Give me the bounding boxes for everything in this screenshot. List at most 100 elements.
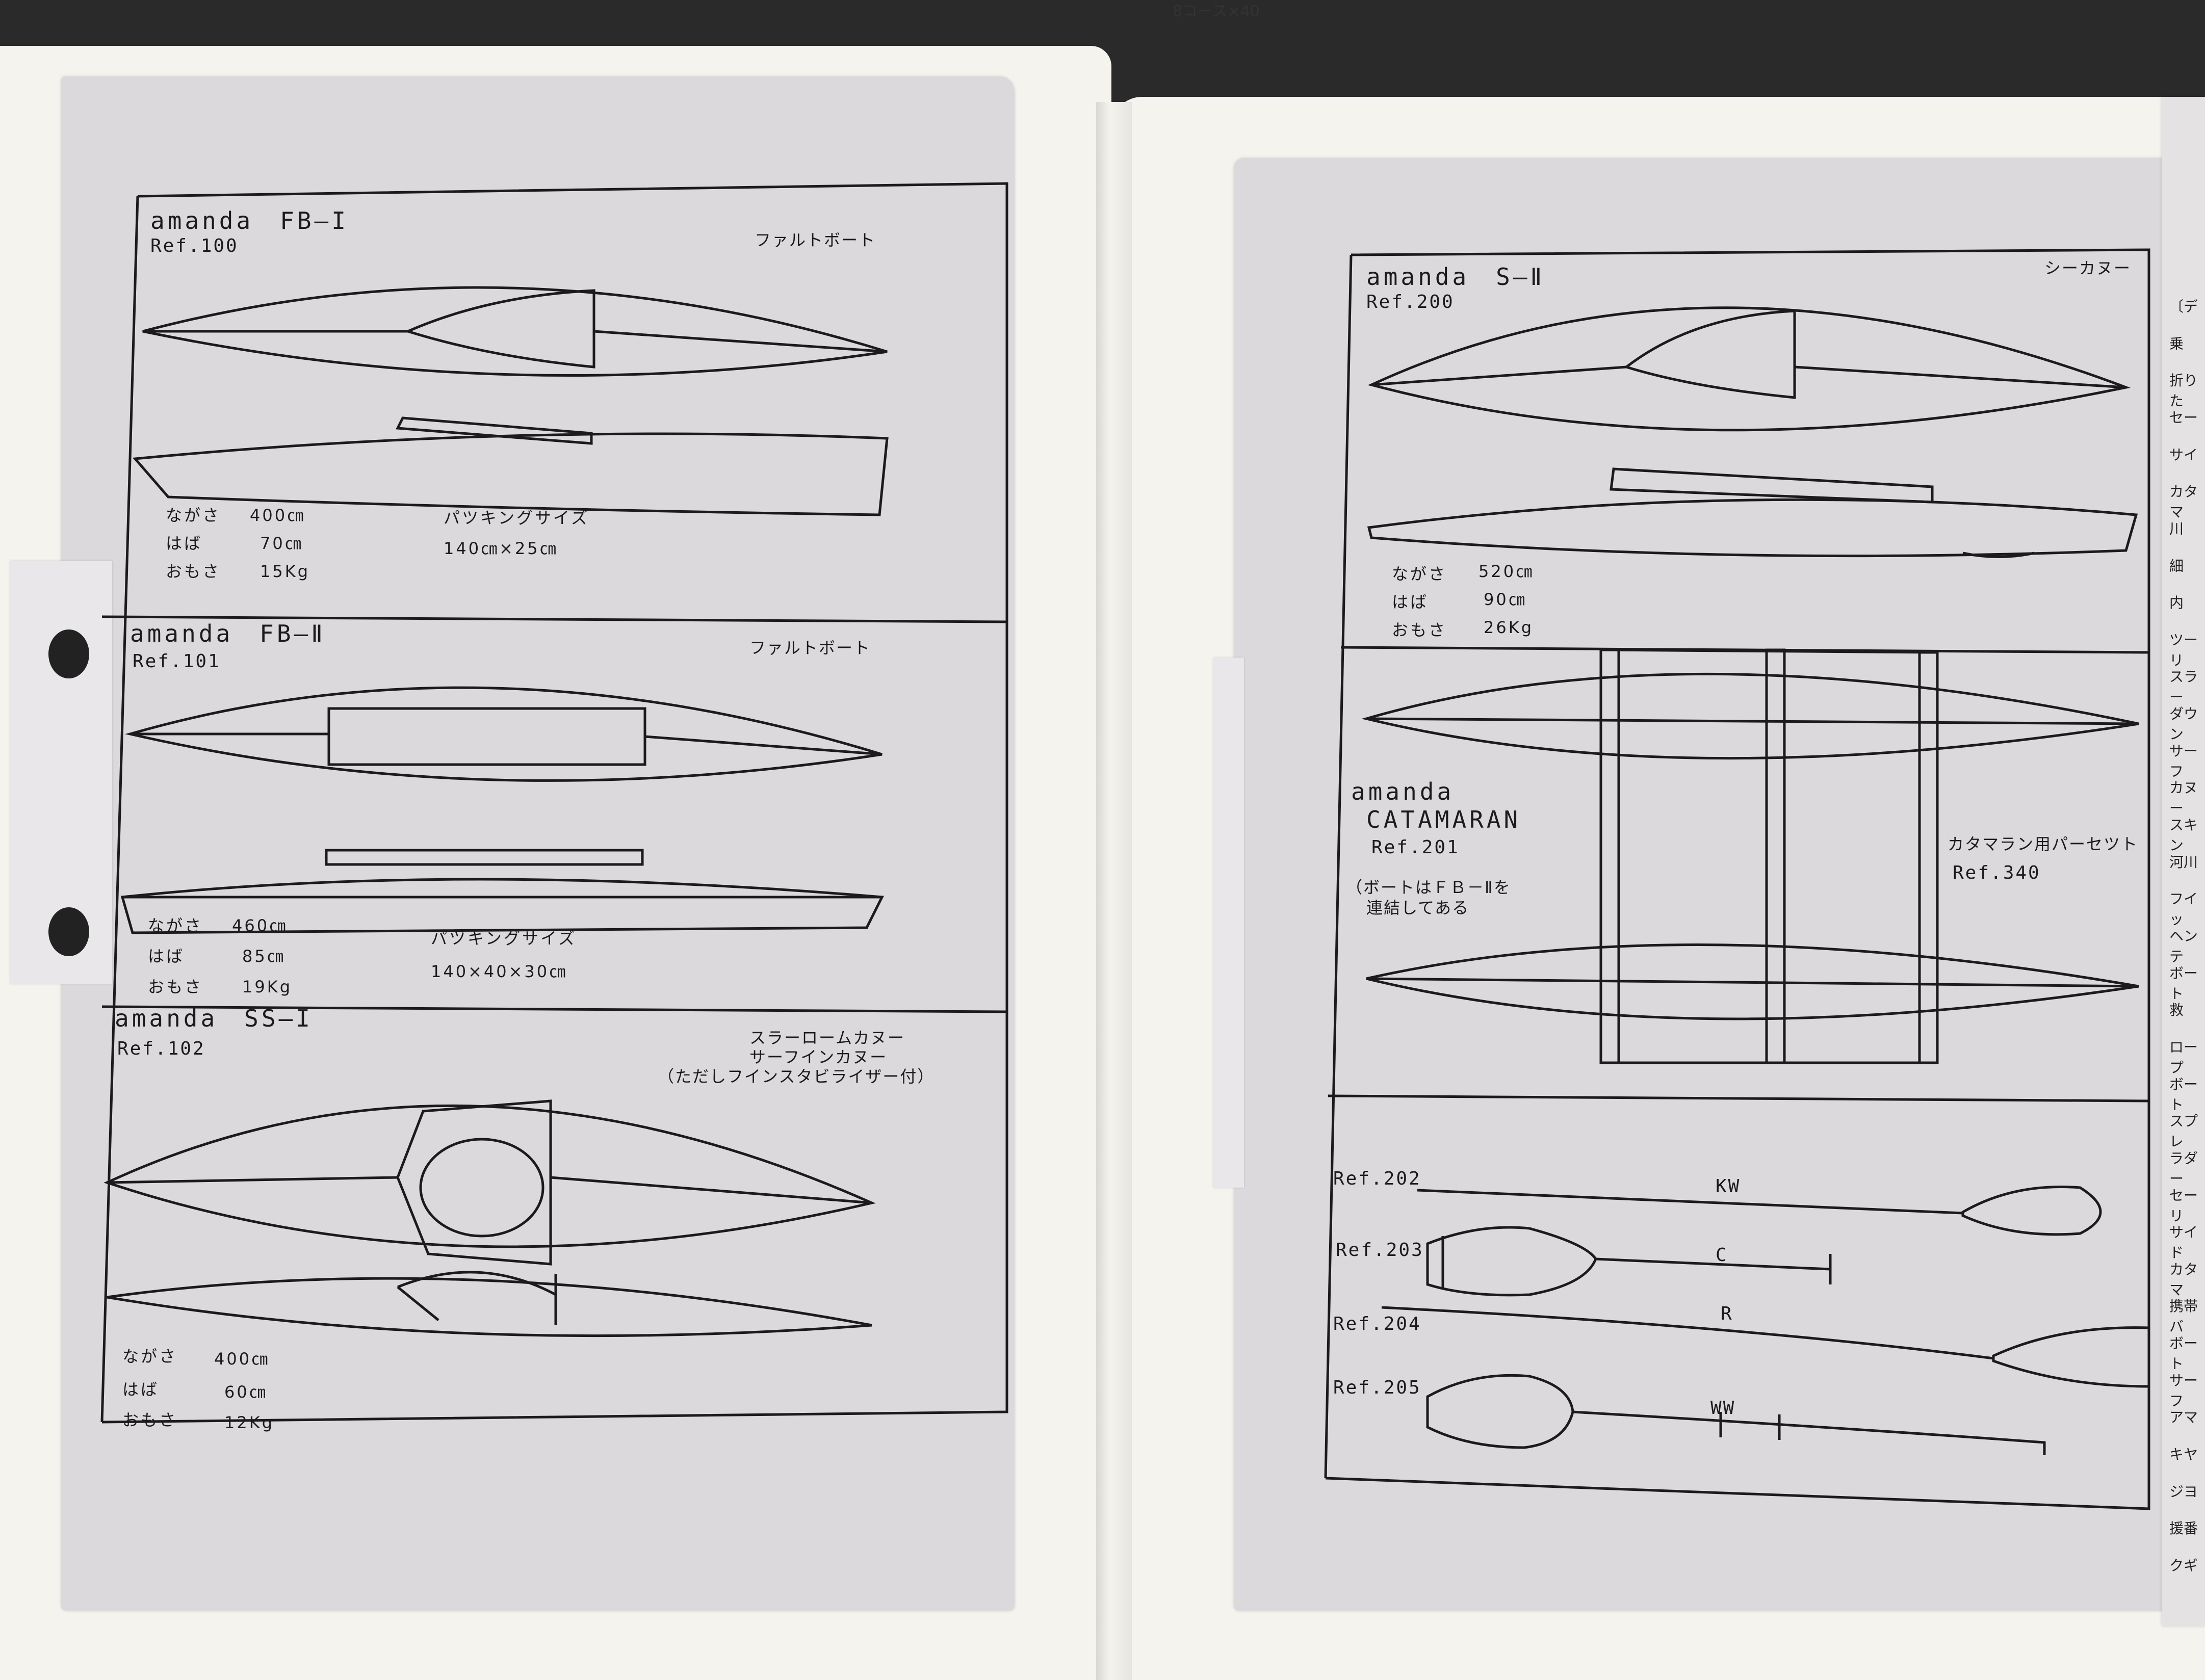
ss1-type-line1: スラーロームカヌー <box>749 1028 905 1047</box>
s2-width-label: はば <box>1392 592 1429 612</box>
side-fragment: スプレ <box>2169 1113 2198 1150</box>
ss1-ref: Ref.102 <box>117 1038 205 1059</box>
fb2-packing-label: パツキングサイズ <box>431 929 577 948</box>
fb1-width-value: 70㎝ <box>260 534 303 553</box>
side-fragment: カヌー <box>2169 779 2198 817</box>
paddle-205-blade <box>1426 1374 1574 1449</box>
top-text-fragment: 8コース×40 <box>1173 3 1260 20</box>
s2-side-view <box>1367 498 2138 558</box>
catamaran-note-line2: 連結してある <box>1366 898 1470 917</box>
fb1-side-view <box>132 432 889 516</box>
s2-title: amanda S—Ⅱ <box>1366 263 1545 291</box>
side-fragment: ダウン <box>2169 705 2198 743</box>
catamaran-crossbar-2 <box>1765 648 1786 1064</box>
side-fragment: スラー <box>2169 668 2198 706</box>
catamaran-brand: amanda <box>1351 778 1455 805</box>
fb2-title: amanda FB—Ⅱ <box>130 620 326 647</box>
side-fragment: ボート <box>2169 1335 2198 1373</box>
catamaran-parts-ref: Ref.340 <box>1953 862 2041 883</box>
paddle-202-ref: Ref.202 <box>1333 1168 1421 1189</box>
side-fragment: 折りた <box>2169 372 2198 410</box>
paddle-204-shaft <box>1381 1306 1994 1360</box>
s2-type: シーカヌー <box>2044 258 2132 278</box>
right-frame <box>1325 248 2150 1510</box>
catamaran-parts-label: カタマラン用パーセツト <box>1948 834 2139 854</box>
binder-hole-bottom <box>48 907 89 956</box>
side-fragment: ヘンテ <box>2169 928 2198 965</box>
side-fragment: フイッ <box>2169 890 2198 928</box>
fb2-weight-label: おもさ <box>148 977 203 996</box>
catamaran-hull-top <box>1361 672 2139 760</box>
side-fragment: 細 <box>2169 557 2184 574</box>
side-fragment: 河川 <box>2169 853 2198 871</box>
side-fragment: 援番 <box>2169 1520 2198 1537</box>
s2-weight-label: おもさ <box>1392 620 1447 640</box>
left-divider-2 <box>101 1005 1007 1013</box>
side-fragment: キヤ <box>2169 1446 2198 1463</box>
left-divider-1 <box>101 615 1007 623</box>
s2-width-value: 90㎝ <box>1484 590 1527 609</box>
fb2-type: ファルトボート <box>749 638 871 658</box>
side-fragment: 川 <box>2169 520 2184 537</box>
ss1-length-label: ながさ <box>122 1347 178 1366</box>
ss1-width-value: 60㎝ <box>224 1382 268 1402</box>
fb1-weight-value: 15Kg <box>260 562 310 581</box>
side-fragment: ラダー <box>2169 1149 2198 1187</box>
fb1-weight-label: おもさ <box>166 562 221 581</box>
side-fragment: セーリ <box>2169 1187 2198 1224</box>
paddle-202-blade <box>1961 1186 2102 1236</box>
ss1-side-view <box>107 1277 872 1337</box>
left-frame <box>101 182 1008 1424</box>
catamaran-crossbar-3 <box>1918 651 1939 1064</box>
side-fragment: ロープ <box>2169 1038 2198 1076</box>
right-divider-2 <box>1328 1094 2149 1102</box>
side-fragment: サーフ <box>2169 1372 2198 1409</box>
side-fragment: 乗 <box>2169 335 2184 352</box>
catamaran-name: CATAMARAN <box>1366 806 1521 833</box>
s2-length-label: ながさ <box>1392 564 1447 584</box>
paddle-204-blade <box>1992 1326 2150 1388</box>
side-fragment: ボート <box>2169 964 2198 1002</box>
side-fragment: 内 <box>2169 594 2184 612</box>
book-gutter <box>1096 102 1132 1680</box>
side-fragment: 携帯バ <box>2169 1298 2198 1335</box>
ss1-weight-value: 12Kg <box>224 1413 275 1432</box>
side-fragment: 〔デ <box>2169 298 2198 315</box>
fb1-title: amanda FB—I <box>150 207 349 234</box>
side-fragment: アマ <box>2169 1409 2198 1426</box>
paddle-203-blade <box>1426 1226 1597 1297</box>
side-fragment: サイド <box>2169 1224 2198 1262</box>
fb2-width-label: はば <box>148 947 185 966</box>
side-fragment: サイ <box>2169 446 2198 463</box>
s2-top-view <box>1367 306 2131 432</box>
fb1-type: ファルトボート <box>755 230 876 250</box>
s2-weight-value: 26Kg <box>1484 618 1534 637</box>
right-catalog-sheet <box>1234 158 2167 1611</box>
fb1-ref: Ref.100 <box>150 235 239 256</box>
fb1-packing-value: 140㎝×25㎝ <box>444 539 558 558</box>
fb1-width-label: はば <box>166 534 203 553</box>
fb2-width-value: 85㎝ <box>242 947 286 966</box>
side-fragment: セー <box>2169 409 2198 426</box>
ss1-length-value: 400㎝ <box>214 1349 270 1369</box>
ss1-weight-label: おもさ <box>122 1410 178 1430</box>
fb1-length-value: 400㎝ <box>250 506 306 525</box>
side-fragment: カタマ <box>2169 483 2198 521</box>
fb2-length-value: 460㎝ <box>232 916 288 935</box>
fb2-length-label: ながさ <box>148 916 203 935</box>
fb2-weight-value: 19Kg <box>242 977 293 996</box>
paddle-205-shaft <box>1572 1410 2046 1455</box>
side-fragment: サーフ <box>2169 742 2198 780</box>
third-page-edge <box>2162 97 2205 1626</box>
ss1-width-label: はば <box>122 1380 160 1399</box>
paddle-204-ref: Ref.204 <box>1333 1314 1421 1334</box>
catamaran-ref: Ref.201 <box>1371 837 1460 858</box>
side-fragment: ジヨ <box>2169 1483 2198 1500</box>
paddle-203-code: C <box>1716 1245 1728 1266</box>
ss1-title: amanda SS—I <box>115 1005 313 1032</box>
s2-ref: Ref.200 <box>1366 292 1455 312</box>
paddle-205-code: WW <box>1710 1398 1736 1419</box>
